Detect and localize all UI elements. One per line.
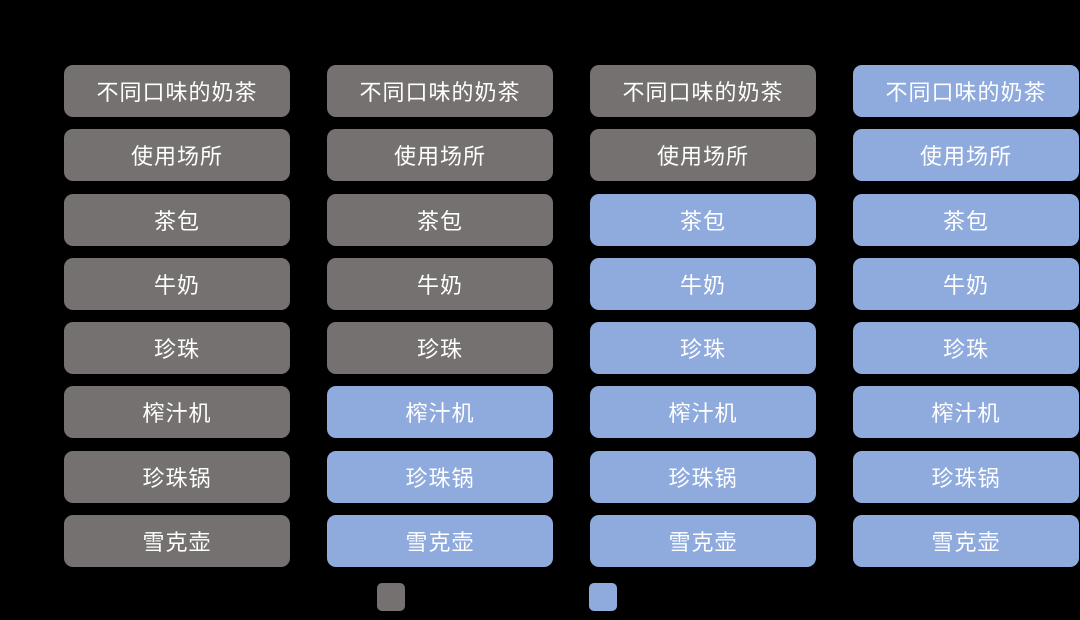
diagram-box: 榨汁机 (64, 386, 290, 439)
diagram-column-2: 不同口味的奶茶 使用场所 茶包 牛奶 珍珠 榨汁机 珍珠锅 雪克壶 (327, 65, 553, 568)
diagram-column-1: 不同口味的奶茶 使用场所 茶包 牛奶 珍珠 榨汁机 珍珠锅 雪克壶 (64, 65, 290, 568)
diagram-box: 使用场所 (64, 129, 290, 182)
diagram-box: 不同口味的奶茶 (590, 65, 816, 117)
diagram-box: 使用场所 (853, 129, 1079, 182)
diagram-box: 牛奶 (327, 257, 553, 310)
diagram-box: 茶包 (64, 193, 290, 246)
diagram-box: 牛奶 (64, 257, 290, 310)
legend-highlight-swatch (589, 583, 617, 611)
diagram-box: 榨汁机 (327, 386, 553, 439)
diagram-box: 牛奶 (853, 257, 1079, 310)
diagram-box: 榨汁机 (853, 386, 1079, 439)
diagram-box: 茶包 (590, 193, 816, 246)
diagram-box: 不同口味的奶茶 (853, 65, 1079, 117)
diagram-box: 珍珠 (853, 322, 1079, 375)
diagram-column-4: 不同口味的奶茶 使用场所 茶包 牛奶 珍珠 榨汁机 珍珠锅 雪克壶 (853, 65, 1079, 568)
diagram-box: 珍珠锅 (590, 450, 816, 503)
diagram-box: 使用场所 (590, 129, 816, 182)
diagram-box: 珍珠锅 (64, 450, 290, 503)
legend-base-swatch (377, 583, 405, 611)
diagram-box: 珍珠锅 (327, 450, 553, 503)
diagram-box: 雪克壶 (327, 515, 553, 568)
diagram-box: 雪克壶 (590, 515, 816, 568)
diagram-box: 牛奶 (590, 257, 816, 310)
diagram-box: 使用场所 (327, 129, 553, 182)
diagram-box: 雪克壶 (853, 515, 1079, 568)
diagram-box: 雪克壶 (64, 515, 290, 568)
diagram-box: 珍珠 (64, 322, 290, 375)
diagram-column-3: 不同口味的奶茶 使用场所 茶包 牛奶 珍珠 榨汁机 珍珠锅 雪克壶 (590, 65, 816, 568)
diagram-box: 榨汁机 (590, 386, 816, 439)
diagram-box: 不同口味的奶茶 (327, 65, 553, 117)
diagram-box: 珍珠 (590, 322, 816, 375)
diagram-box: 珍珠锅 (853, 450, 1079, 503)
diagram-box: 珍珠 (327, 322, 553, 375)
diagram-box: 不同口味的奶茶 (64, 65, 290, 117)
diagram-box: 茶包 (853, 193, 1079, 246)
diagram-box: 茶包 (327, 193, 553, 246)
